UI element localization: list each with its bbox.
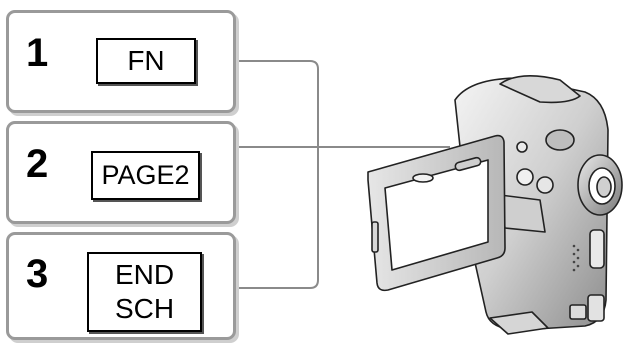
panel-slider-icon bbox=[454, 156, 482, 172]
step-1-number: 1 bbox=[26, 31, 49, 75]
record-button-icon bbox=[516, 168, 534, 186]
microphone-icon bbox=[545, 129, 575, 151]
mode-switch-icon bbox=[589, 229, 605, 269]
page2-button-label: PAGE2 bbox=[101, 160, 190, 190]
end-search-button[interactable]: END SCH bbox=[87, 252, 202, 332]
lcd-screen bbox=[384, 159, 489, 271]
zoom-button-icon bbox=[536, 176, 554, 194]
connector-bracket bbox=[236, 60, 319, 289]
page2-button[interactable]: PAGE2 bbox=[91, 151, 200, 200]
end-search-label-line-2: SCH bbox=[114, 293, 175, 324]
panel-side-icon bbox=[371, 221, 379, 253]
step-3-number: 3 bbox=[26, 252, 49, 296]
step-1-panel: 1 FN bbox=[6, 10, 236, 113]
lcd-hinge bbox=[499, 194, 546, 233]
fn-button-label: FN bbox=[127, 45, 165, 76]
step-3-panel: 3 END SCH bbox=[6, 232, 236, 340]
panel-button-icon bbox=[412, 173, 434, 183]
speaker-grille-icon bbox=[572, 244, 580, 272]
camcorder-foot bbox=[489, 311, 549, 335]
step-2-panel: 2 PAGE2 bbox=[6, 121, 236, 224]
camcorder-top bbox=[499, 75, 581, 104]
step-2-number: 2 bbox=[26, 142, 49, 186]
end-search-label-line-1: END bbox=[114, 259, 175, 291]
battery-latch-icon bbox=[587, 294, 605, 322]
fn-button[interactable]: FN bbox=[96, 38, 196, 84]
